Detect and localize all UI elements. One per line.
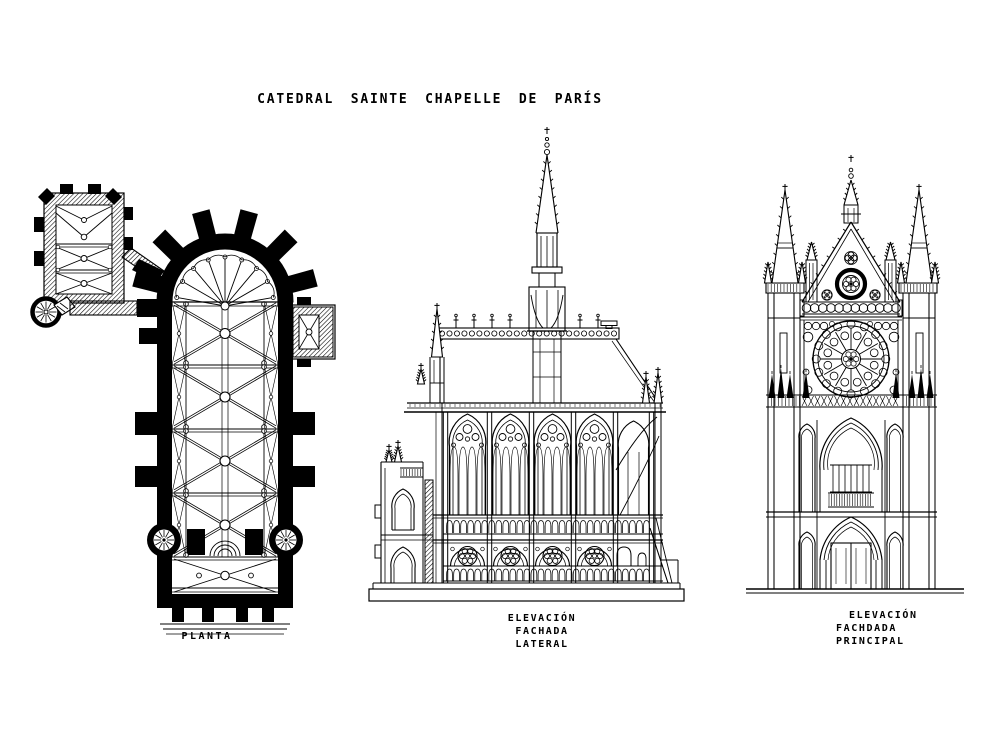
- lateral-elevation-label: ELEVACIÓN FACHADA LATERAL: [497, 612, 587, 651]
- sheet-title: CATEDRAL SAINTE CHAPELLE DE PARÍS: [257, 92, 603, 107]
- lateral-label-line: LATERAL: [515, 639, 569, 650]
- plan-drawing: [30, 184, 336, 635]
- lateral-elevation-drawing: [368, 127, 685, 602]
- lateral-label-line: FACHADA: [515, 626, 569, 637]
- principal-label-line: ELEVACIÓN: [849, 610, 918, 621]
- lateral-label-line: ELEVACIÓN: [507, 613, 577, 624]
- principal-label-line: PRINCIPAL: [836, 636, 905, 647]
- plan-label: PLANTA: [181, 631, 233, 642]
- principal-label-line: FACHDADA: [836, 623, 897, 634]
- principal-facade-label: ELEVACIÓN FACHDADA PRINCIPAL: [836, 609, 918, 648]
- principal-facade-drawing: [746, 155, 964, 594]
